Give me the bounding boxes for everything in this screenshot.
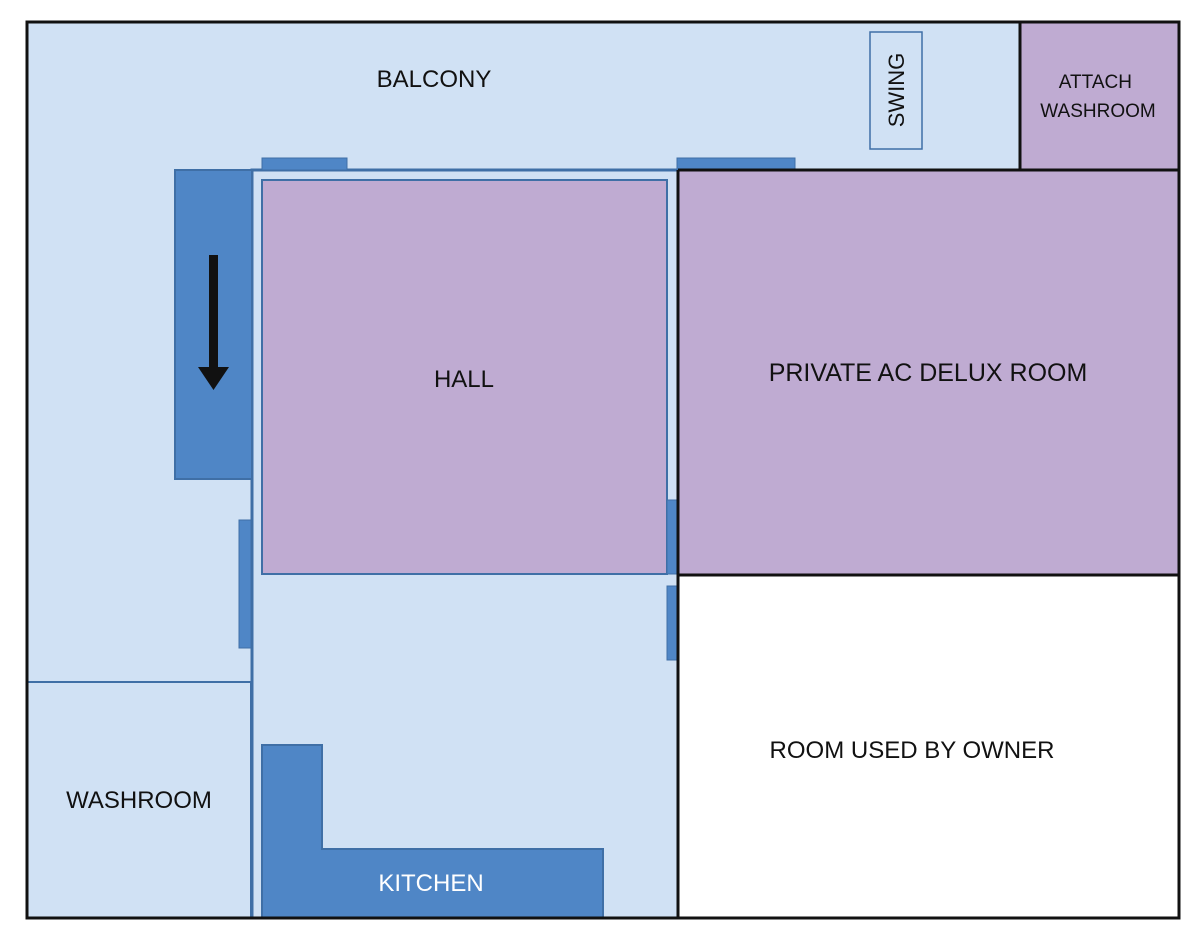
hall-label: HALL	[434, 366, 494, 393]
owner-room-label: ROOM USED BY OWNER	[770, 737, 1055, 764]
door-top-right	[676, 157, 796, 171]
door-hall-right	[666, 499, 679, 575]
kitchen-label: KITCHEN	[378, 870, 483, 897]
owner-room-area	[678, 575, 1179, 918]
door-top-left	[261, 157, 348, 171]
swing-label: SWING	[884, 53, 909, 128]
outer-wall	[25, 20, 1181, 920]
attach-washroom-area	[1020, 22, 1179, 170]
down-arrow-shaft	[209, 255, 218, 367]
door-left-wall	[238, 519, 252, 649]
washroom-label: WASHROOM	[66, 787, 212, 814]
attach-washroom-label-line-1: ATTACH	[1059, 72, 1132, 93]
down-arrow-icon	[198, 367, 229, 390]
attach-washroom-label: ATTACH WASHROOM	[1040, 72, 1155, 122]
door-corridor-right	[666, 585, 679, 661]
swing-box	[869, 31, 923, 150]
private-room-area	[678, 170, 1179, 575]
attach-washroom-label-line-2: WASHROOM	[1040, 101, 1155, 122]
balcony-label: BALCONY	[377, 66, 492, 93]
hall-area	[261, 179, 668, 575]
private-room-label: PRIVATE AC DELUX ROOM	[769, 359, 1088, 387]
